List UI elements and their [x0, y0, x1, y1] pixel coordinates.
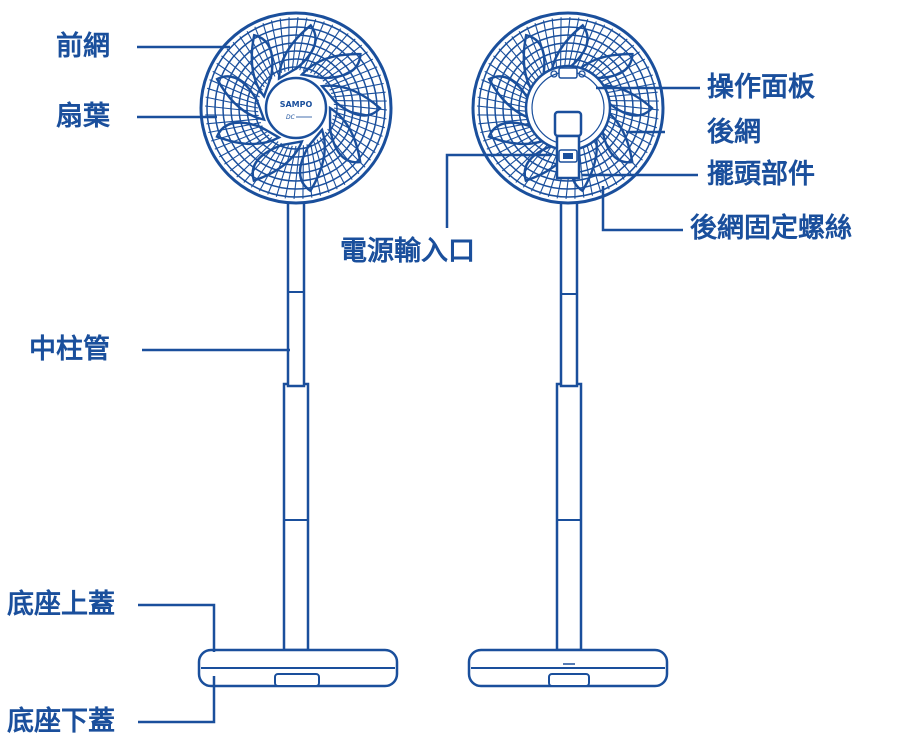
label-front-grille: 前網 — [56, 31, 110, 62]
brand-text: SAMPO — [280, 100, 313, 109]
leader-lines — [137, 45, 700, 724]
lower-pole — [282, 382, 310, 652]
oscillation-neck — [553, 110, 583, 138]
label-middle-pole: 中柱管 — [29, 334, 110, 365]
label-base-top-cover: 底座上蓋 — [7, 589, 115, 620]
rear-fan — [467, 11, 669, 688]
center-badge — [264, 76, 328, 140]
label-rear-grille: 後網 — [707, 117, 761, 148]
front-fan: SAMPO DC — [197, 11, 399, 688]
label-control-panel: 操作面板 — [707, 72, 815, 103]
label-oscillation-part: 擺頭部件 — [707, 159, 815, 190]
label-power-inlet: 電源輸入口 — [340, 236, 475, 267]
dc-text: DC — [286, 114, 296, 121]
control-buttons — [558, 67, 578, 79]
label-base-bottom-cover: 底座下蓋 — [7, 706, 115, 737]
label-blades: 扇葉 — [56, 101, 110, 132]
label-rear-grille-screw: 後網固定螺絲 — [690, 213, 852, 244]
